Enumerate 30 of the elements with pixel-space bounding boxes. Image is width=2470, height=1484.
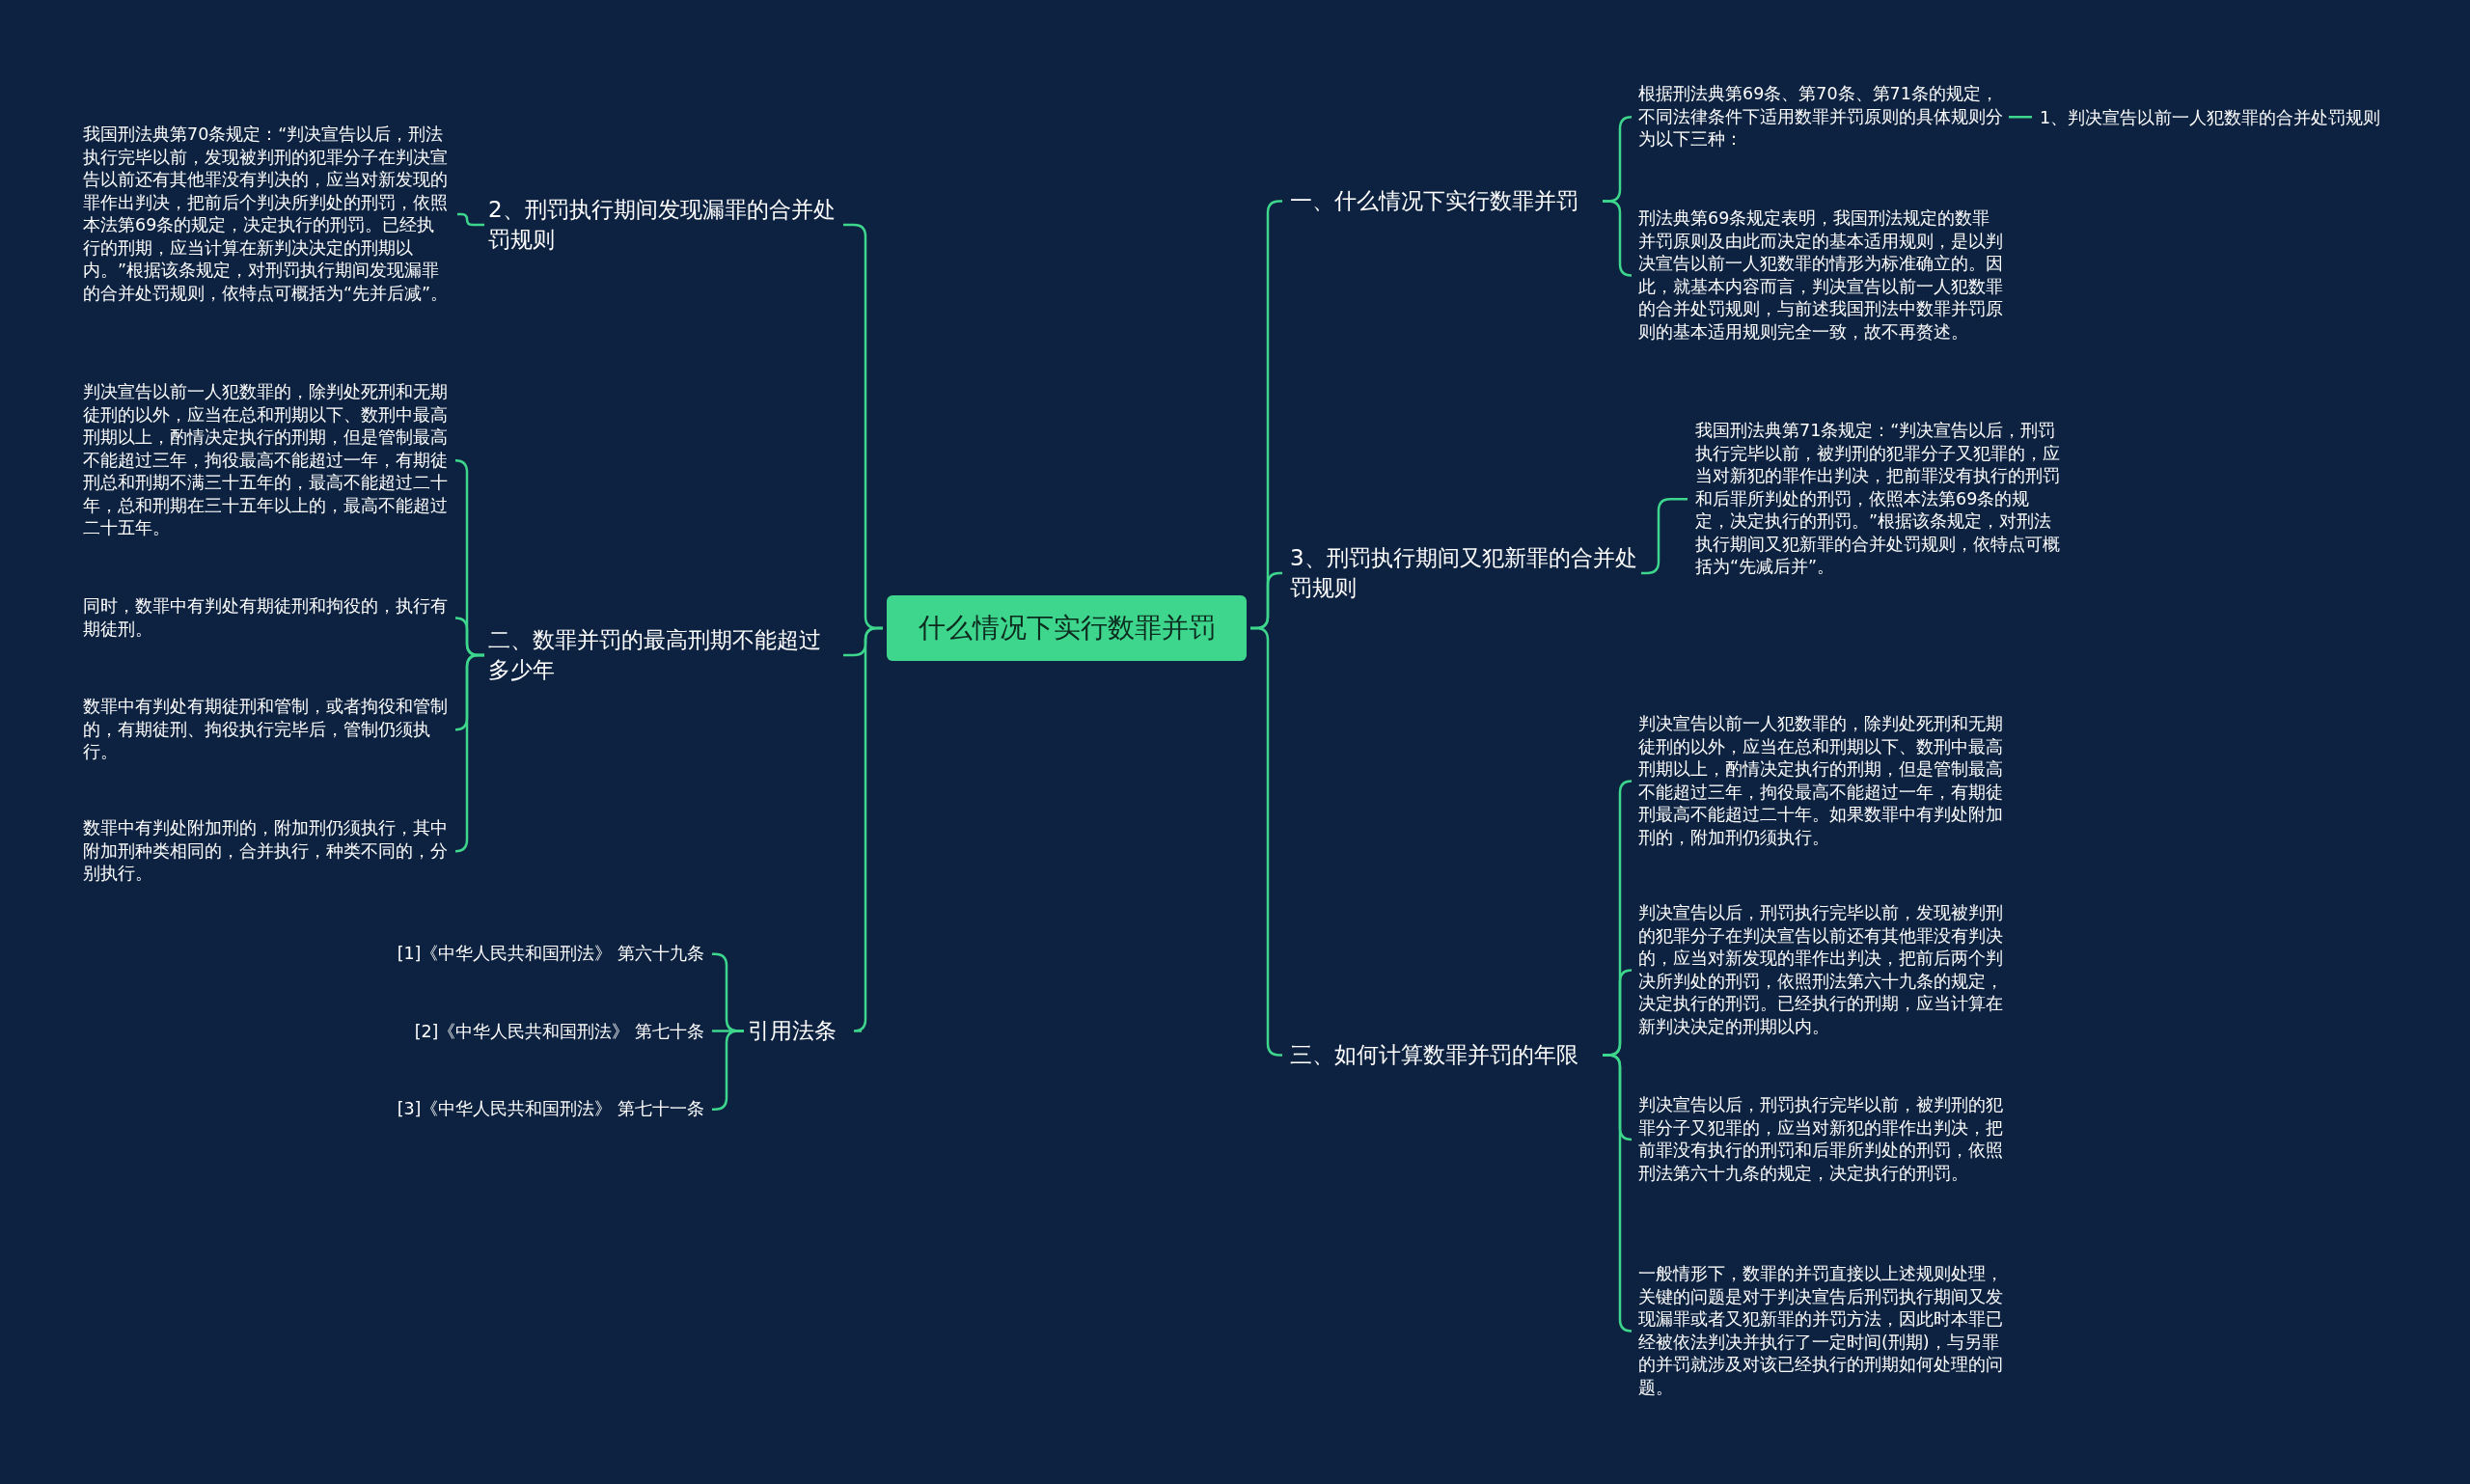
branch-topic: 三、如何计算数罪并罚的年限 (1290, 1040, 1599, 1070)
branch-topic: 一、什么情况下实行数罪并罚 (1290, 186, 1599, 216)
connector-line (852, 626, 883, 1032)
topic-text: 刑法典第69条规定表明，我国刑法规定的数罪并罚原则及由此而决定的基本适用规则，是以判决宣告以前一人犯数罪的情形为标准确立的。因此，就基本内容而言，判决宣告以前一人犯数罪的合并处罚规则，与前述我国刑法中数罪并罚原则的基本适用规则完全一致，故不再赘述。 (1638, 207, 2005, 344)
connector-line (453, 653, 484, 853)
connector-line (712, 1030, 744, 1111)
branch-topic: 引用法条 (748, 1016, 854, 1046)
topic-text: 判决宣告以后，刑罚执行完毕以前，发现被判刑的犯罪分子在判决宣告以前还有其他罪没有判决的，应当对新发现的罪作出判决，把前后两个判决所判处的刑罚，依照刑法第六十九条的规定，决定执行的刑罚。已经执行的刑期，应当计算在新判决决定的刑期以内。 (1638, 902, 2005, 1038)
topic-text: 1、判决宣告以前一人犯数罪的合并处罚规则 (2040, 107, 2445, 130)
connector-line (2009, 116, 2032, 119)
topic-text: 根据刑法典第69条、第70条、第71条的规定，不同法律条件下适用数罪并罚原则的具体规则分为以下三种： (1638, 83, 2005, 151)
topic-text: 判决宣告以后，刑罚执行完毕以前，被判刑的犯罪分子又犯罪的，应当对新犯的罪作出判决，把前罪没有执行的刑罚和后罪所判处的刑罚，依照刑法第六十九条的规定，决定执行的刑罚。 (1638, 1094, 2005, 1185)
topic-text: [3]《中华人民共和国刑法》 第七十一条 (367, 1098, 704, 1121)
topic-text: 我国刑法典第70条规定：“判决宣告以后，刑法执行完毕以前，发现被判刑的犯罪分子在判决宣告以前还有其他罪没有判决的，应当对新发现的罪作出判决，把前后个判决所判处的刑罚，依照本法第69条的规定，决定执行的刑罚。已经执行的刑期，应当计算在新判决决定的刑期以内。”根据该条规定，对刑罚执行期间发现漏罪的合并处罚规则，依特点可概括为“先并后减”。 (83, 124, 450, 305)
topic-text: 我国刑法典第71条规定：“判决宣告以后，刑罚执行完毕以前，被判刑的犯罪分子又犯罪的，应当对新犯的罪作出判决，把前罪没有执行的刑罚和后罪所判处的刑罚，依照本法第69条的规定，决定执行的刑罚。”根据该条规定，对刑法执行期间又犯新罪的合并处罚规则，依特点可概括为“先减后并”。 (1695, 420, 2062, 579)
topic-text: [2]《中华人民共和国刑法》 第七十条 (367, 1021, 704, 1044)
branch-topic: 二、数罪并罚的最高刑期不能超过多少年 (488, 625, 836, 685)
connector-line (1603, 1054, 1633, 1333)
topic-text: [1]《中华人民共和国刑法》 第六十九条 (367, 943, 704, 966)
topic-text: 判决宣告以前一人犯数罪的，除判处死刑和无期徒刑的以外，应当在总和刑期以下、数刑中最高刑期以上，酌情决定执行的刑期，但是管制最高不能超过三年，拘役最高不能超过一年，有期徒刑总和刑期不满三十五年的，最高不能超过二十年，总和刑期在三十五年以上的，最高不能超过二十五年。 (83, 381, 450, 540)
topic-text: 同时，数罪中有判处有期徒刑和拘役的，执行有期徒刑。 (83, 595, 450, 641)
branch-topic: 2、刑罚执行期间发现漏罪的合并处罚规则 (488, 195, 836, 255)
topic-text: 一般情形下，数罪的并罚直接以上述规则处理，关键的问题是对于判决宣告后刑罚执行期间又发现漏罪或者又犯新罪的并罚方法，因此时本罪已经被依法判决并执行了一定时间(刑期)，与另罪的并罚就涉及对该已经执行的刑期如何处理的问题。 (1638, 1263, 2005, 1399)
connector-line (457, 212, 484, 227)
topic-text: 数罪中有判处有期徒刑和管制，或者拘役和管制的，有期徒刑、拘役执行完毕后，管制仍须执行。 (83, 696, 450, 764)
topic-text: 数罪中有判处附加刑的，附加刑仍须执行，其中附加刑种类相同的，合并执行，种类不同的，分别执行。 (83, 817, 450, 886)
branch-topic: 3、刑罚执行期间又犯新罪的合并处罚规则 (1290, 543, 1637, 603)
topic-text: 判决宣告以前一人犯数罪的，除判处死刑和无期徒刑的以外，应当在总和刑期以下、数刑中最高刑期以上，酌情决定执行的刑期，但是管制最高不能超过三年，拘役最高不能超过一年，有期徒刑最高不能超过二十年。如果数罪中有判处附加刑的，附加刑仍须执行。 (1638, 713, 2005, 849)
connector-line (1603, 200, 1633, 277)
central-topic: 什么情况下实行数罪并罚 (887, 595, 1247, 661)
